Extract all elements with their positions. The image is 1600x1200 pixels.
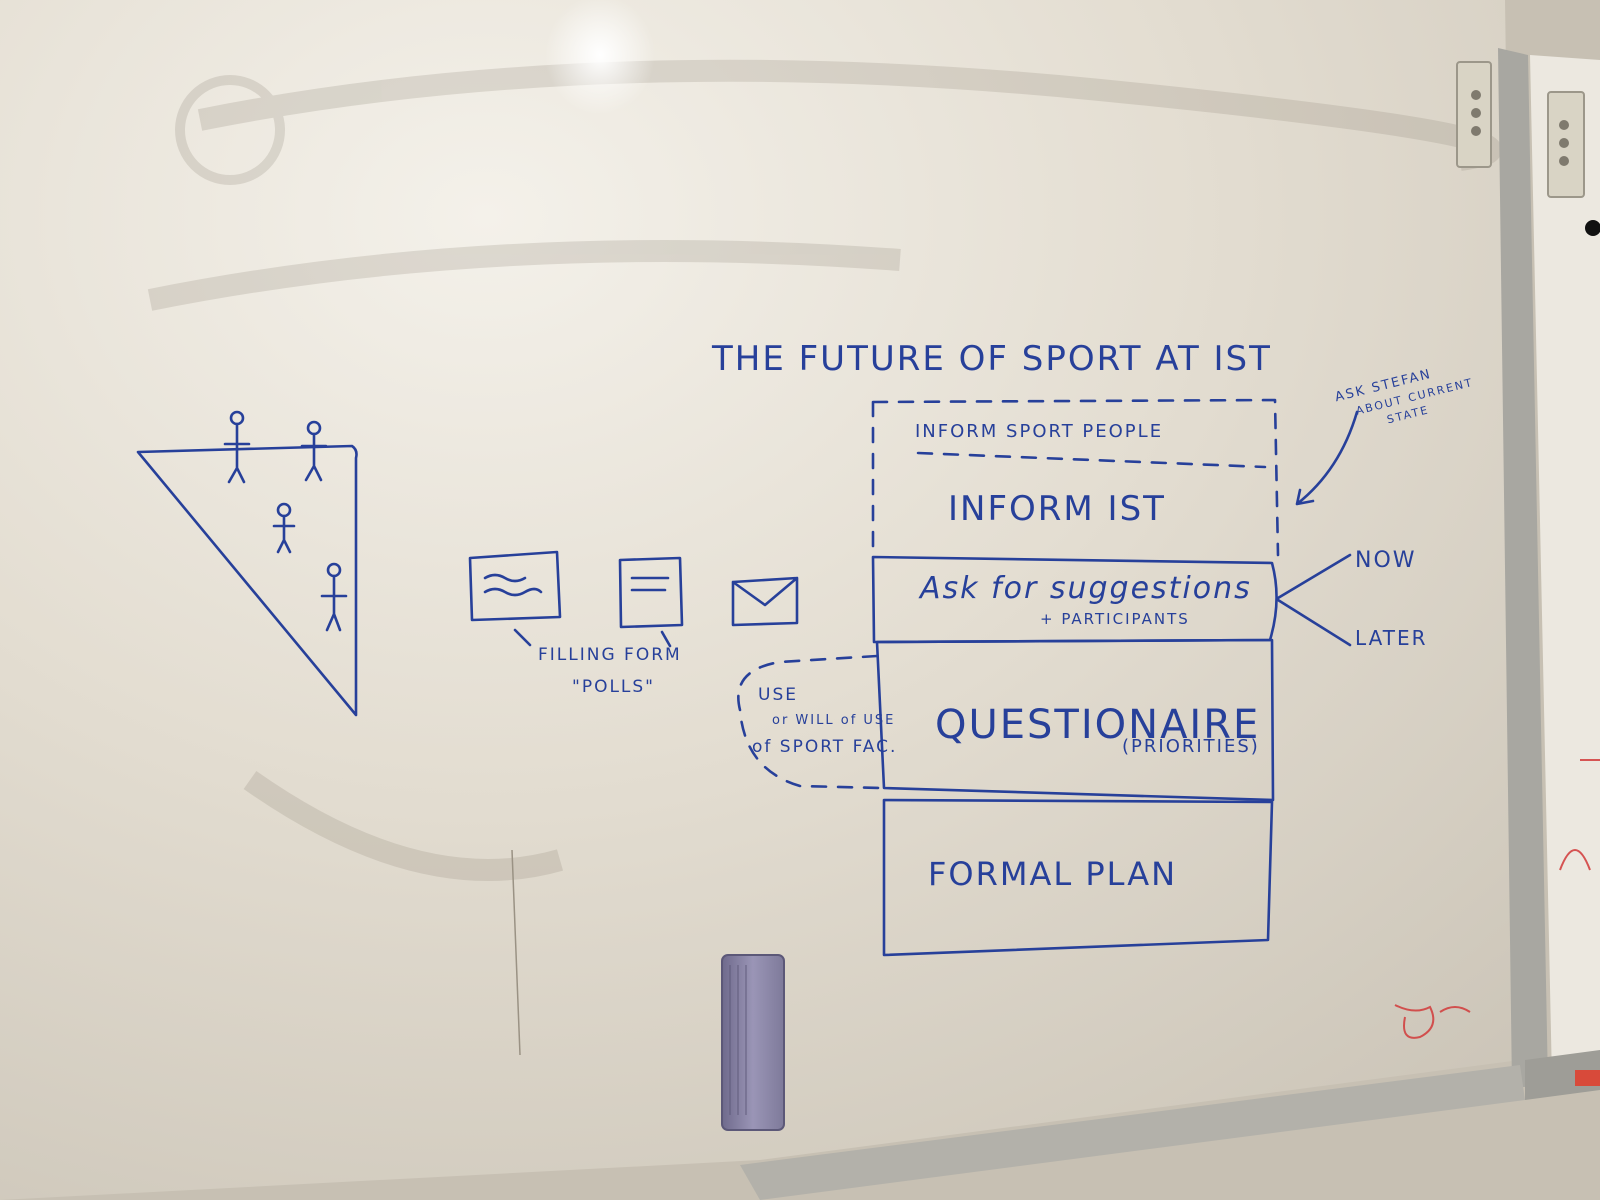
ask-suggestions: Ask for suggestions — [918, 571, 1252, 606]
dashed-inform-box — [871, 398, 1280, 557]
light-glare — [545, 0, 655, 115]
envelope-icon — [731, 576, 799, 627]
eraser-icon — [721, 954, 785, 1131]
stick-figure-icon — [300, 420, 328, 482]
use-note-line1: USE — [758, 685, 798, 705]
branch-now: NOW — [1355, 548, 1417, 573]
stick-figure-triangle — [136, 410, 358, 717]
ask-participants: + PARTICIPANTS — [1040, 610, 1190, 628]
forms-caption-line1: FILLING FORM — [538, 645, 682, 665]
inform-ist: INFORM IST — [948, 489, 1166, 529]
inform-sport-people: INFORM SPORT PEOPLE — [915, 421, 1163, 442]
board-frame — [740, 48, 1600, 1200]
stick-figure-icon — [320, 562, 348, 632]
questionaire-box — [875, 638, 1275, 802]
questionaire: QUESTIONAIRE — [935, 702, 1260, 748]
faint-line — [511, 849, 521, 1056]
questionaire-sub: (PRIORITIES) — [1122, 736, 1260, 757]
faded-red-marks — [1394, 759, 1600, 1039]
forms-caption-line2: "POLLS" — [572, 677, 655, 697]
use-note-line3: of SPORT FAC. — [752, 737, 897, 757]
formal-plan: FORMAL PLAN — [928, 855, 1177, 893]
stick-figure-icon — [272, 502, 296, 554]
formal-plan-box — [882, 798, 1274, 957]
branch-later: LATER — [1355, 626, 1427, 650]
use-note-line2: or WILL of USE — [772, 713, 895, 728]
branch-lines — [1276, 553, 1352, 647]
stick-figure-icon — [223, 410, 251, 484]
form-sketch-icon — [468, 550, 562, 622]
form-sketch-icon — [618, 556, 684, 629]
whiteboard-title: THE FUTURE OF SPORT AT IST — [711, 339, 1272, 379]
dashed-separator — [916, 451, 1267, 469]
use-note-bubble — [737, 654, 884, 790]
form-pointer-lines — [513, 628, 672, 648]
side-note-arrow — [1295, 410, 1359, 506]
